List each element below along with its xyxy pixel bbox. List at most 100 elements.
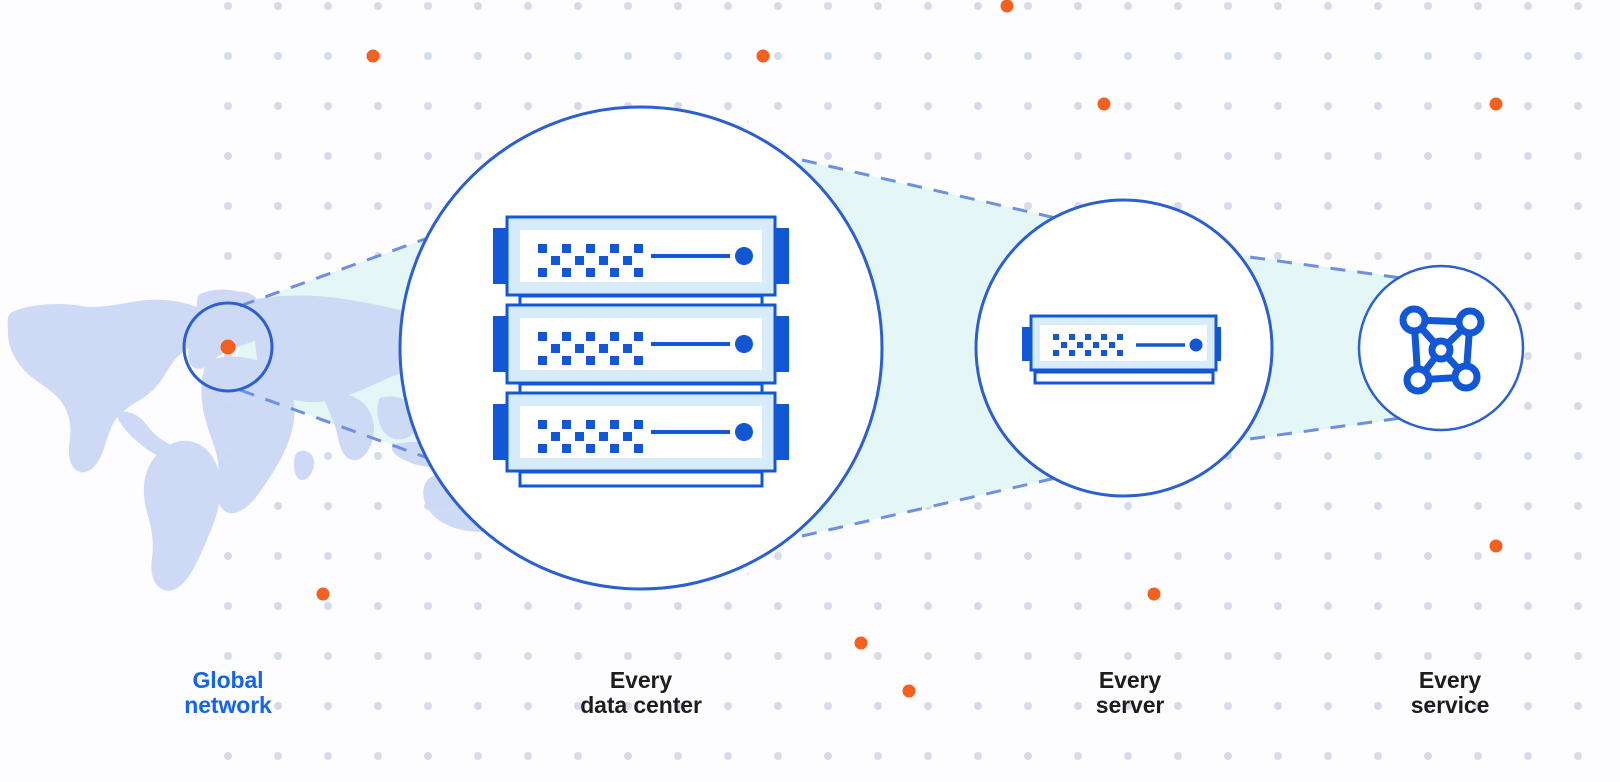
grid-dot	[1374, 52, 1382, 60]
grid-dot	[324, 452, 332, 460]
grid-dot	[424, 752, 432, 760]
grid-dot	[274, 102, 282, 110]
grid-dot	[924, 752, 932, 760]
grid-dot	[524, 52, 532, 60]
grid-dot	[1524, 202, 1532, 210]
grid-dot	[874, 752, 882, 760]
grid-dot	[1524, 402, 1532, 410]
grid-dot	[1374, 102, 1382, 110]
grid-dot	[1124, 752, 1132, 760]
grid-dot	[1024, 602, 1032, 610]
label-service[interactable]: Every service	[1410, 667, 1490, 718]
grid-dot	[1524, 2, 1532, 10]
accent-dot	[902, 684, 916, 698]
grid-dot	[974, 152, 982, 160]
label-server[interactable]: Every server	[1095, 667, 1165, 718]
label-data-center[interactable]: Every data center	[580, 667, 702, 718]
grid-dot	[924, 652, 932, 660]
grid-dot	[1024, 152, 1032, 160]
single-server-icon	[1022, 314, 1221, 385]
grid-dot	[1474, 252, 1482, 260]
grid-dot	[574, 702, 582, 710]
grid-dot	[274, 202, 282, 210]
grid-dot	[924, 552, 932, 560]
grid-dot	[1224, 2, 1232, 10]
grid-dot	[724, 602, 732, 610]
grid-dot	[474, 102, 482, 110]
grid-dot	[1274, 702, 1282, 710]
grid-dot	[624, 2, 632, 10]
grid-dot	[824, 152, 832, 160]
grid-dot	[274, 252, 282, 260]
grid-dot	[774, 602, 782, 610]
grid-dot	[774, 2, 782, 10]
grid-dot	[1524, 452, 1532, 460]
grid-dot	[1474, 552, 1482, 560]
grid-dot	[474, 752, 482, 760]
grid-dot	[1074, 652, 1082, 660]
grid-dot	[974, 52, 982, 60]
grid-dot	[1424, 2, 1432, 10]
grid-dot	[1524, 552, 1532, 560]
grid-dot	[1024, 102, 1032, 110]
grid-dot	[524, 102, 532, 110]
grid-dot	[324, 202, 332, 210]
grid-dot	[524, 752, 532, 760]
grid-dot	[874, 552, 882, 560]
grid-dot	[1374, 552, 1382, 560]
stage-data-center[interactable]	[398, 105, 884, 591]
stage-server[interactable]	[974, 198, 1274, 498]
stage-global-network[interactable]	[182, 301, 274, 393]
grid-dot	[274, 152, 282, 160]
grid-dot	[574, 52, 582, 60]
dashed-line-bottom-3	[1169, 412, 1431, 452]
label-global-network[interactable]: Global network	[184, 667, 272, 718]
grid-dot	[1574, 52, 1582, 60]
grid-dot	[724, 752, 732, 760]
grid-dot	[274, 602, 282, 610]
grid-dot	[324, 252, 332, 260]
grid-dot	[324, 652, 332, 660]
grid-dot	[1274, 752, 1282, 760]
grid-dot	[1074, 102, 1082, 110]
grid-dot	[1224, 52, 1232, 60]
grid-dot	[1074, 702, 1082, 710]
grid-dot	[1224, 202, 1232, 210]
grid-dot	[674, 752, 682, 760]
grid-dot	[1224, 702, 1232, 710]
grid-dot	[1424, 52, 1432, 60]
grid-dot	[1024, 202, 1032, 210]
grid-dot	[1024, 502, 1032, 510]
status-led-matrix-1	[538, 244, 643, 277]
grid-dot	[974, 2, 982, 10]
grid-dot	[1124, 552, 1132, 560]
grid-dot	[1424, 102, 1432, 110]
grid-dot	[924, 602, 932, 610]
grid-dot	[424, 102, 432, 110]
grid-dot	[724, 52, 732, 60]
grid-dot	[1374, 652, 1382, 660]
grid-dot	[1374, 602, 1382, 610]
grid-dot	[524, 652, 532, 660]
grid-dot	[774, 752, 782, 760]
grid-dot	[424, 152, 432, 160]
grid-dot	[1074, 2, 1082, 10]
grid-dot	[874, 102, 882, 110]
grid-dot	[1024, 752, 1032, 760]
accent-dots-layer	[316, 0, 1503, 698]
grid-dot	[1474, 602, 1482, 610]
grid-dot	[374, 452, 382, 460]
grid-dot	[974, 702, 982, 710]
grid-dot	[1324, 752, 1332, 760]
grid-dot	[1524, 602, 1532, 610]
grid-dot	[374, 652, 382, 660]
grid-dot	[824, 752, 832, 760]
grid-dot	[624, 52, 632, 60]
stage-service[interactable]	[1357, 264, 1525, 432]
grid-dot	[974, 502, 982, 510]
server-rack-unit-1	[493, 215, 789, 312]
grid-dot	[474, 702, 482, 710]
